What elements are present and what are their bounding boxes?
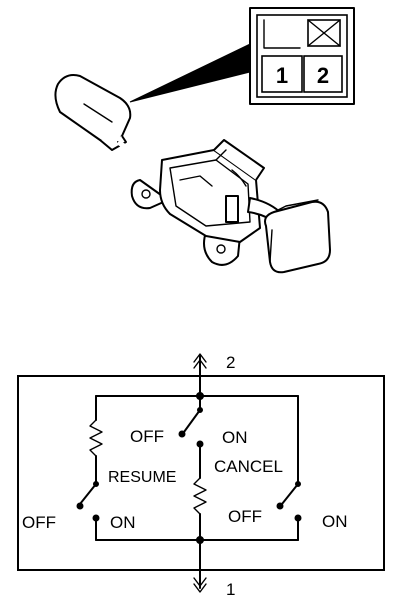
cancel-off-label: OFF xyxy=(228,507,262,526)
terminal-2: 2 xyxy=(193,353,235,397)
terminal-1-label: 1 xyxy=(226,580,235,599)
resume-off-label: OFF xyxy=(22,513,56,532)
switch-body xyxy=(130,139,265,266)
terminal-1: 1 xyxy=(193,539,235,599)
resistor-center xyxy=(193,477,207,515)
resume-switch-blade xyxy=(79,483,97,505)
cancel-branch: OFF ON xyxy=(228,395,348,541)
cancel-label: CANCEL xyxy=(214,457,283,476)
resistor-left xyxy=(89,419,103,457)
resume-branch: OFF ON xyxy=(22,395,136,541)
switch-schematic: 2 1 OFF ON xyxy=(17,353,385,599)
resume-on-label: ON xyxy=(110,513,136,532)
switch-knob xyxy=(264,199,331,274)
connector-plug xyxy=(54,74,132,151)
callout-pointer xyxy=(129,43,251,103)
terminal-2-label: 2 xyxy=(226,353,235,372)
cancel-switch-blade xyxy=(281,483,299,505)
connector-pin-view: 1 2 xyxy=(249,7,355,105)
connector-pin-2: 2 xyxy=(317,63,329,88)
center-on-label: ON xyxy=(222,428,248,447)
center-off-label: OFF xyxy=(130,427,164,446)
cancel-on-label: ON xyxy=(322,512,348,531)
resume-label: RESUME xyxy=(108,469,176,486)
center-branch: OFF ON RESUME CANCEL xyxy=(108,395,283,541)
connector-pin-1: 1 xyxy=(276,63,288,88)
switch-illustration: 1 2 xyxy=(54,7,355,274)
center-switch-blade xyxy=(183,409,201,433)
